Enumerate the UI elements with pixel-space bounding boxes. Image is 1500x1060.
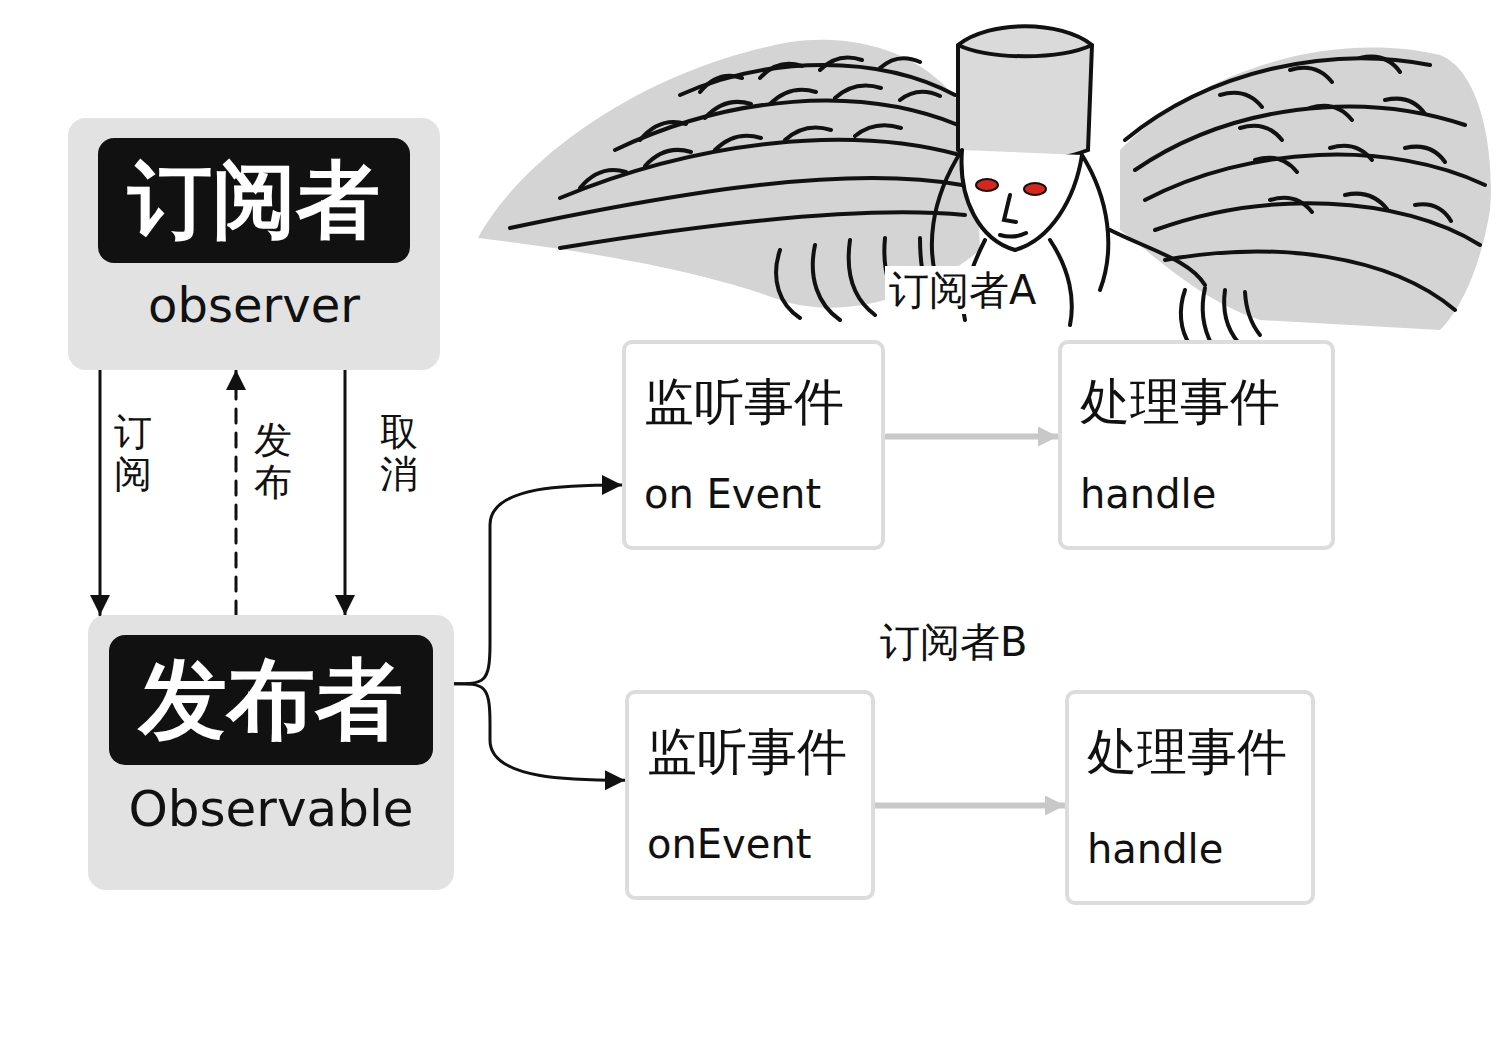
connector	[90, 370, 110, 615]
handle-box: 处理事件 handle	[1065, 690, 1315, 905]
connector-line	[235, 370, 238, 615]
subscriber-name: 订阅者A	[885, 266, 1040, 314]
connector-line	[99, 370, 102, 615]
box-title: 监听事件	[644, 372, 844, 432]
arrowhead	[605, 770, 625, 790]
subscriber-name: 订阅者B	[876, 618, 1031, 666]
publish-connector	[226, 370, 246, 615]
handle-box: 处理事件 handle	[1058, 340, 1335, 550]
edge-label: 发布	[254, 420, 292, 504]
arrowhead	[1038, 427, 1058, 447]
arrowhead	[90, 595, 110, 615]
box-subtitle: handle	[1087, 825, 1223, 873]
box-subtitle: observer	[148, 277, 360, 335]
connector-line	[885, 434, 1058, 440]
connector	[885, 427, 1058, 447]
connector-line	[875, 803, 1065, 809]
edge-label: 取消	[380, 412, 418, 496]
arrowhead	[335, 595, 355, 615]
connector-line	[344, 370, 347, 615]
box-title: 监听事件	[647, 722, 847, 782]
subscriber-box: 订阅者 observer	[68, 118, 440, 370]
listen-box: 监听事件 onEvent	[625, 690, 875, 900]
connector	[454, 475, 622, 684]
publisher-box: 发布者 Observable	[88, 615, 454, 890]
arrowhead	[602, 475, 622, 495]
box-title: 订阅者	[98, 138, 410, 263]
box-subtitle: onEvent	[647, 820, 811, 868]
box-title: 处理事件	[1080, 372, 1280, 432]
box-subtitle: on Event	[644, 470, 821, 518]
arrowhead	[1045, 796, 1065, 816]
connector-line	[454, 485, 622, 684]
connector-line	[454, 684, 625, 781]
box-title: 处理事件	[1087, 722, 1287, 782]
connector	[335, 370, 355, 615]
connector	[454, 684, 625, 791]
connector	[875, 796, 1065, 816]
edge-label: 订阅	[114, 412, 152, 496]
box-title: 发布者	[109, 635, 433, 765]
arrowhead	[226, 370, 246, 390]
listen-box: 监听事件 on Event	[622, 340, 885, 550]
box-subtitle: Observable	[128, 779, 413, 839]
box-subtitle: handle	[1080, 470, 1216, 518]
